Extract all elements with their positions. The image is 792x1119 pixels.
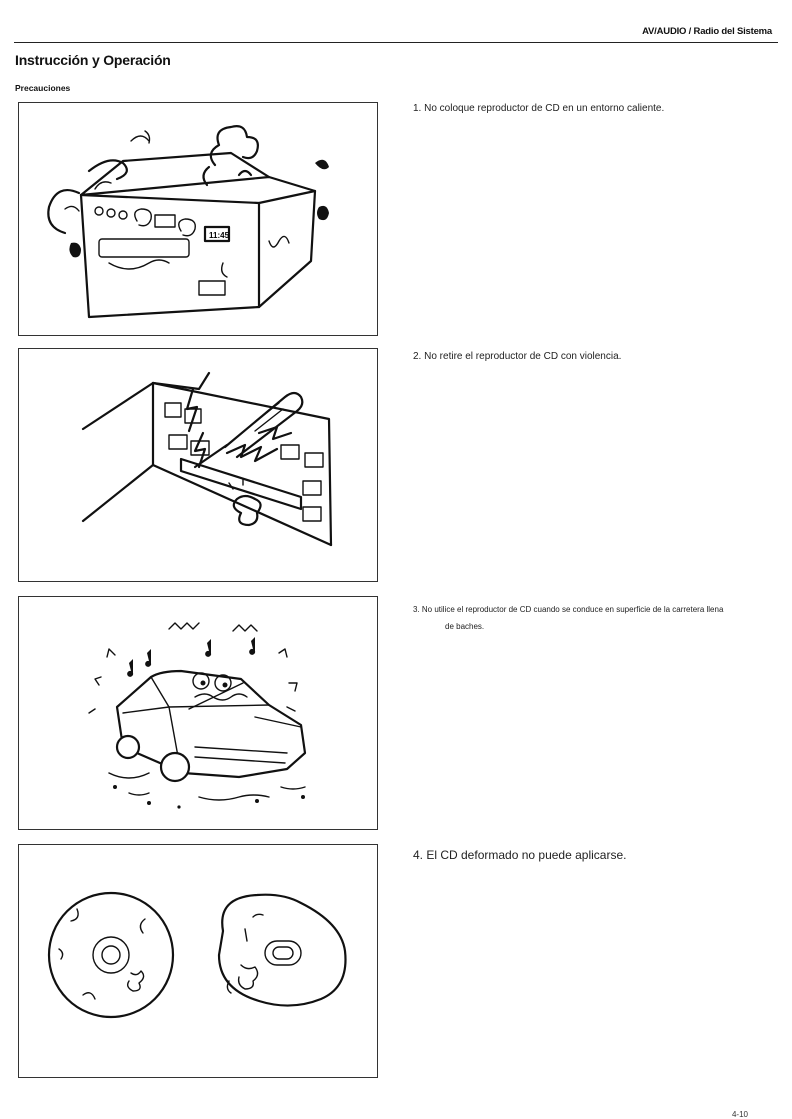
car-bumpy-road-illustration bbox=[88, 622, 307, 809]
page-number: 4-10 bbox=[731, 1110, 748, 1119]
figure-warped-cd bbox=[18, 844, 378, 1078]
display-clock-text: 11:45 bbox=[209, 231, 230, 240]
page-subtitle: Precauciones bbox=[15, 83, 71, 93]
precaution-1-text: 1. No coloque reproductor de CD en un en… bbox=[413, 103, 665, 114]
precaution-3-line2: de baches. bbox=[445, 622, 485, 631]
figure-hot-cd-player: 11:45 bbox=[18, 102, 378, 336]
page-title: Instrucción y Operación bbox=[15, 52, 171, 68]
precaution-4-text: 4. El CD deformado no puede aplicarse. bbox=[413, 848, 627, 862]
precaution-3-line1: 3. No utilice el reproductor de CD cuand… bbox=[413, 605, 724, 614]
screwdriver-pry-illustration bbox=[81, 371, 333, 547]
header-rule bbox=[14, 42, 778, 43]
warped-cd-illustration bbox=[47, 891, 347, 1019]
figure-car-bumpy-road bbox=[18, 596, 378, 830]
figure-screwdriver-pry bbox=[18, 348, 378, 582]
header-section: AV/AUDIO / Radio del Sistema bbox=[642, 26, 772, 37]
precaution-3-text: 3. No utilice el reproductor de CD cuand… bbox=[413, 601, 778, 635]
hot-cd-player-illustration: 11:45 bbox=[47, 125, 329, 319]
precaution-2-text: 2. No retire el reproductor de CD con vi… bbox=[413, 351, 622, 362]
